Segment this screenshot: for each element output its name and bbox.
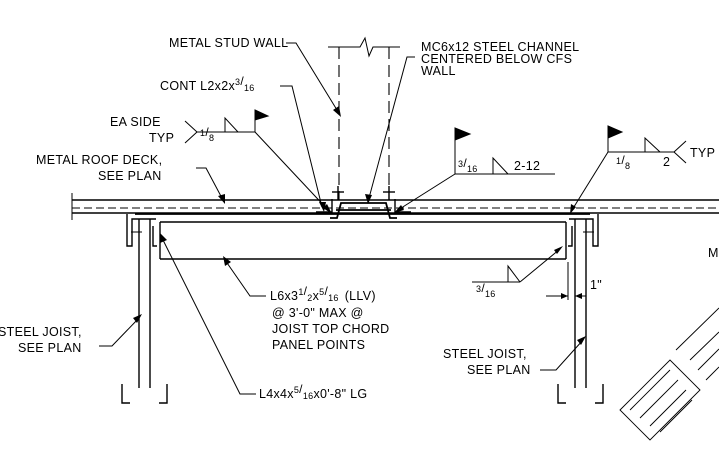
label-weld-lower-size: 3/16 [476,281,496,299]
support-angle-l6 [135,213,590,260]
label-weld-right-length: 2 [663,155,670,169]
label-channel-line2: CENTERED BELOW CFS [421,52,572,66]
label-cont-angle: CONT L2x2x3/16 [160,74,255,93]
leaders [99,42,586,395]
label-weld-right-size: 1/8 [616,153,630,171]
watermark [619,307,719,441]
label-angle-main-note1: @ 3'-0" MAX @ [272,306,364,320]
label-ea-side: EA SIDE [110,115,161,129]
label-channel-line3: WALL [421,64,456,78]
label-weld-mid-size: 3/16 [458,156,478,174]
label-dim-1in: 1" [590,278,602,292]
mc-channel [330,186,397,219]
label-angle-main-note2: JOIST TOP CHORD [272,322,390,336]
label-angle-clip: L4x4x5/16x0'-8" LG [259,382,367,401]
weld-symbol-middle [394,127,555,213]
joist-right [557,214,604,404]
label-joist-left-line1: STEEL JOIST, [0,325,82,339]
label-metal-stud-wall: METAL STUD WALL [169,36,288,50]
label-weld-left-size: 1/8 [200,125,214,143]
label-weld-mid-pitch: 2-12 [514,159,540,173]
label-typ-right: TYP [690,146,715,160]
weld-symbol-right [570,125,687,214]
label-angle-main-note3: PANEL POINTS [272,338,365,352]
label-angle-main: L6x31/2x5/16(LLV) [270,284,376,303]
label-joist-left-line2: SEE PLAN [18,341,82,355]
label-edge-letter: M [708,246,719,260]
weld-symbol-lower [472,246,563,283]
label-joist-right-line2: SEE PLAN [467,363,531,377]
metal-stud-wall [328,36,400,200]
weld-symbol-left [184,109,332,214]
label-roof-deck-line2: SEE PLAN [98,169,162,183]
label-channel-line1: MC6x12 STEEL CHANNEL [421,40,579,54]
joist-left [121,214,168,404]
label-joist-right-line1: STEEL JOIST, [443,347,527,361]
label-roof-deck-line1: METAL ROOF DECK, [36,153,162,167]
label-typ-left: TYP [149,131,174,145]
dimension-1in [546,262,586,300]
